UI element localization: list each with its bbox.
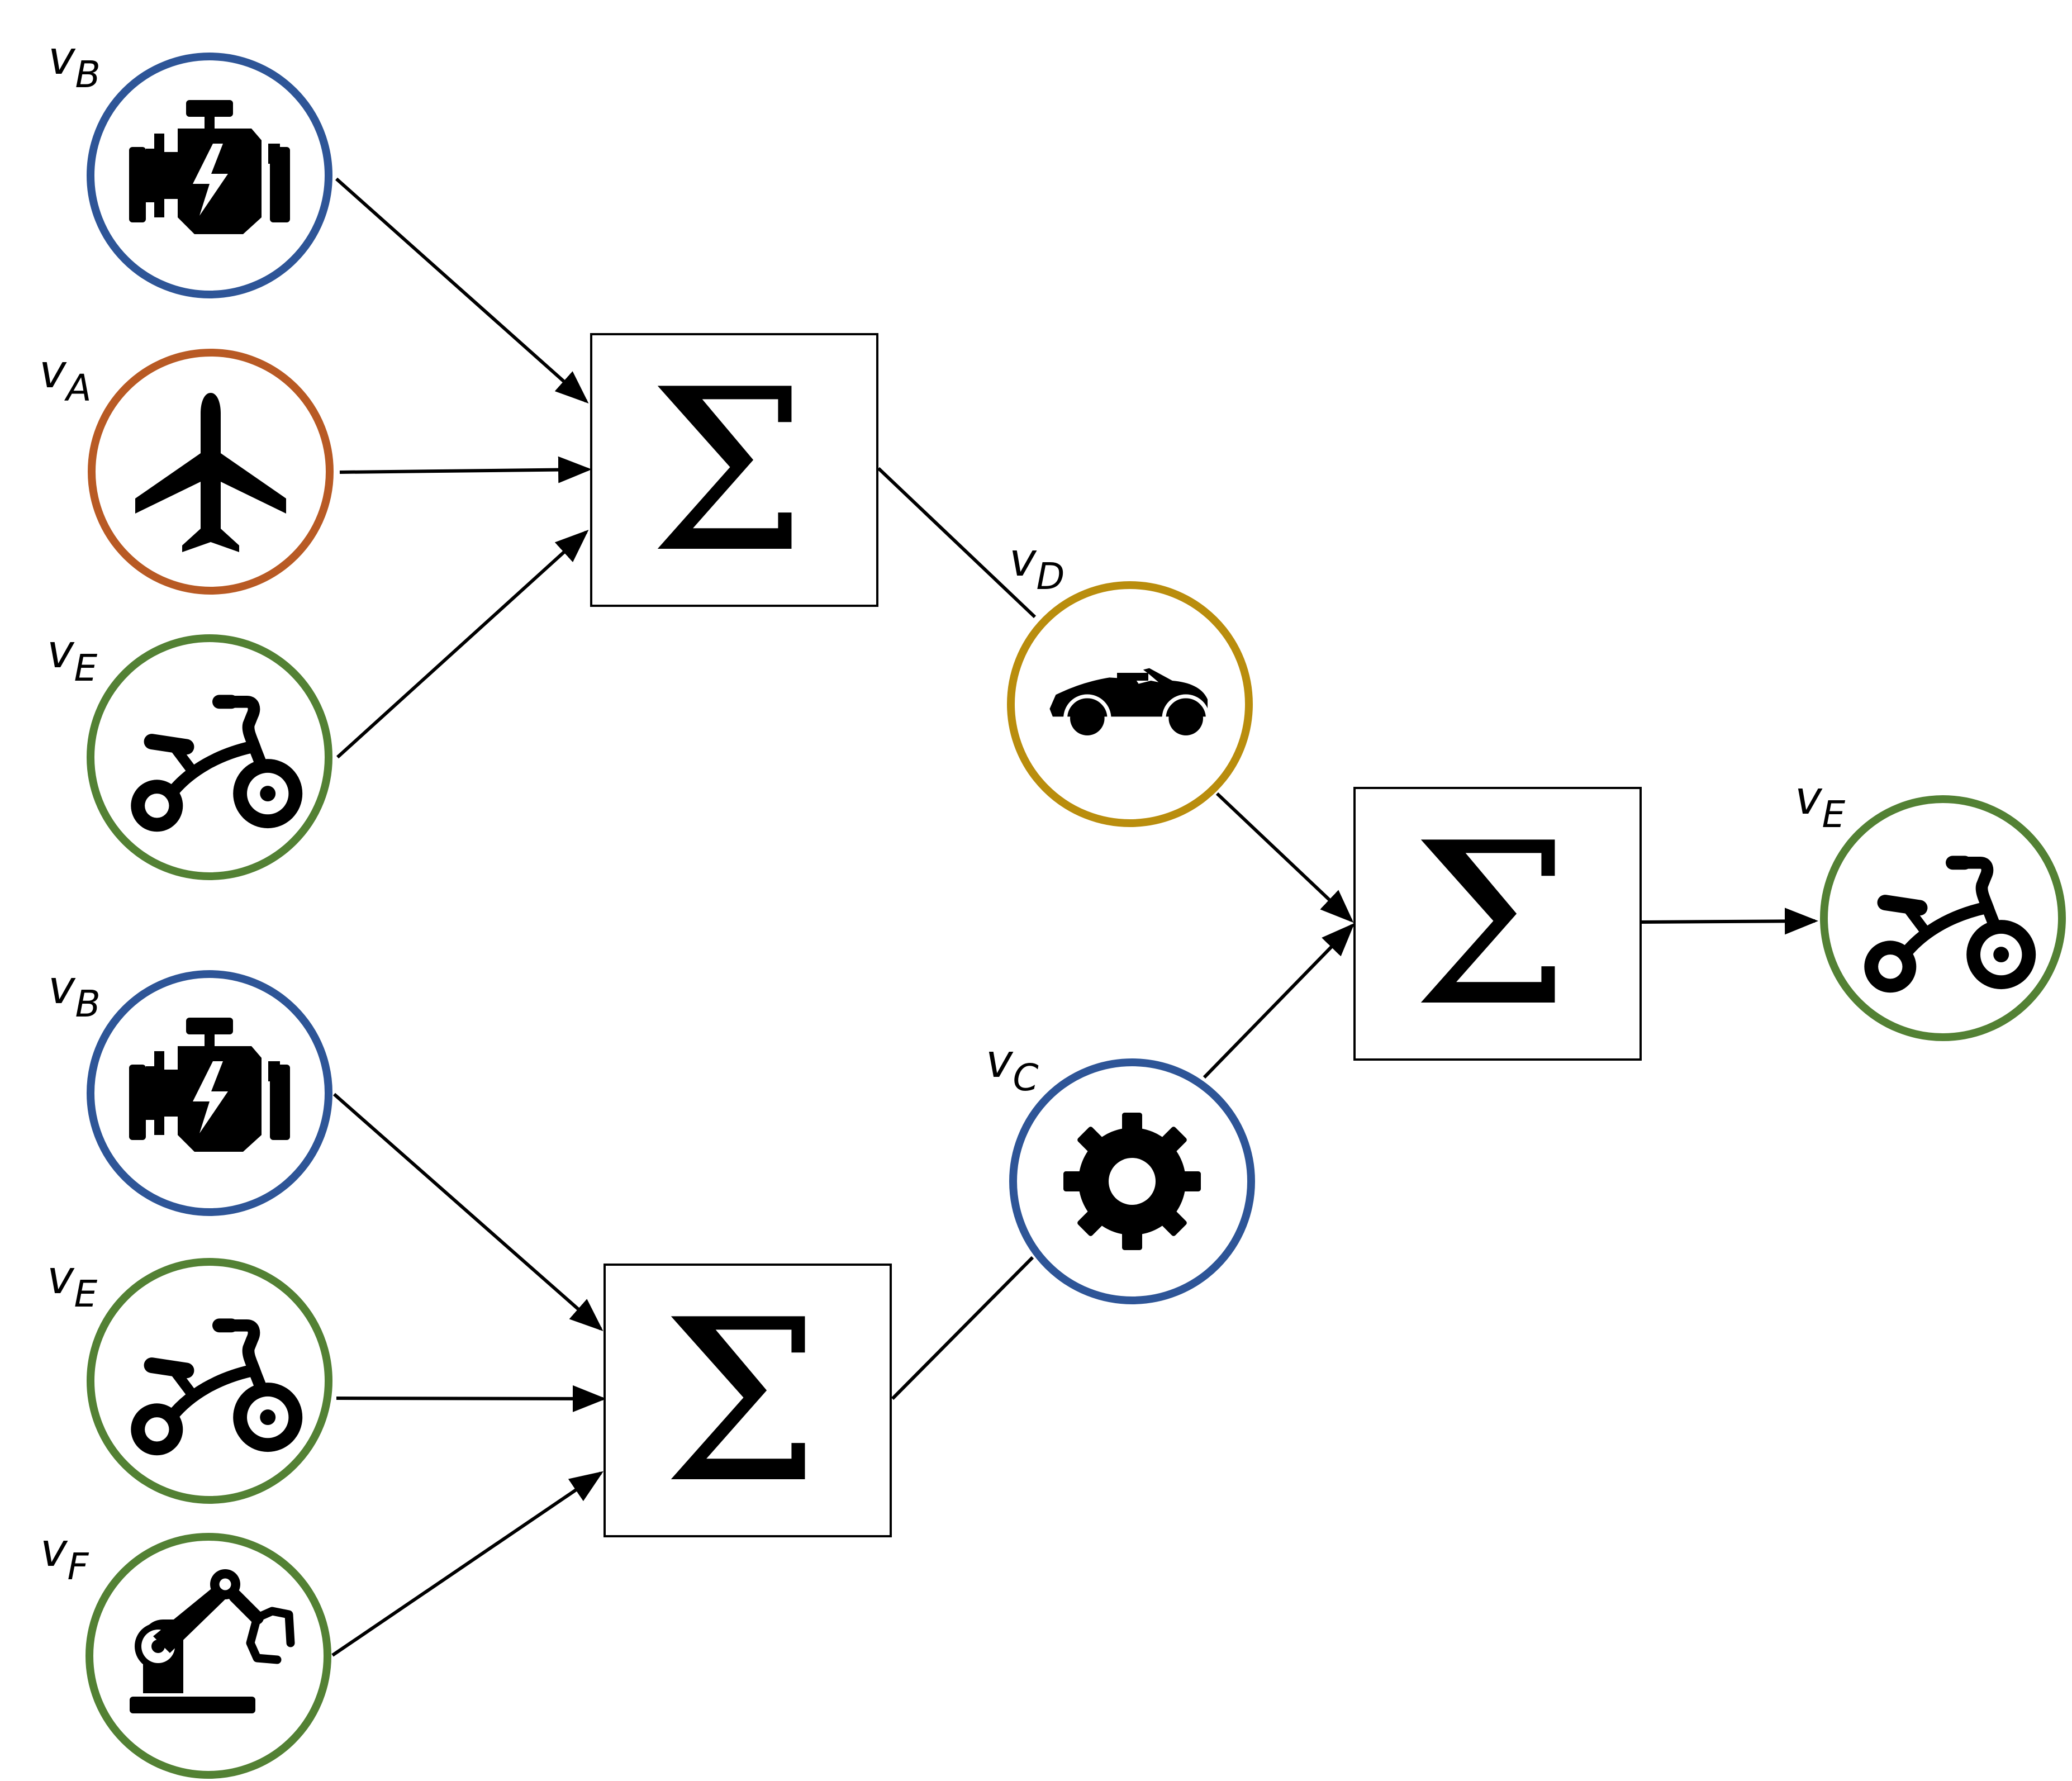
gear-icon	[1063, 1113, 1201, 1250]
node-vd: vD	[1007, 534, 1253, 827]
edge-ve2-to-sum2	[336, 1385, 606, 1412]
sigma-symbol: Σ	[1412, 796, 1570, 1056]
edge-layer	[331, 177, 1818, 1657]
node-vf: vF	[40, 1524, 331, 1779]
node-label: vE	[1795, 772, 1846, 836]
node-ve-top: vE	[47, 625, 332, 880]
node-label: vB	[48, 961, 101, 1025]
node-ve-output: vE	[1795, 772, 2066, 1041]
node-label: vE	[47, 625, 98, 690]
node-label: vF	[40, 1524, 89, 1588]
node-vb-bottom: vB	[48, 961, 332, 1216]
sum-box-right: Σ	[1353, 787, 1642, 1061]
edge-sum3-to-ve-out	[1641, 908, 1818, 935]
edge-sum2-to-vc	[891, 1256, 1034, 1400]
node-label: vB	[48, 32, 101, 96]
edge-sum1-to-vd	[877, 467, 1037, 619]
node-vb-top: vB	[48, 32, 332, 298]
edge-va-to-sum1	[339, 456, 592, 483]
edge-ve-to-sum1	[336, 529, 589, 759]
node-label: vC	[986, 1035, 1039, 1099]
node-va: vA	[39, 345, 334, 595]
node-label: vE	[47, 1251, 98, 1315]
node-label: vA	[39, 345, 92, 410]
sum-box-bottom: Σ	[603, 1264, 892, 1537]
node-ve-middle: vE	[47, 1251, 332, 1504]
sigma-symbol: Σ	[662, 1272, 820, 1532]
sum-box-top: Σ	[590, 333, 878, 607]
edge-vc-to-sum3	[1203, 923, 1355, 1079]
sigma-symbol: Σ	[649, 342, 807, 602]
edge-vd-to-sum3	[1215, 792, 1354, 923]
edge-vf-to-sum2	[331, 1471, 603, 1657]
node-label: vD	[1009, 534, 1064, 598]
edge-vb-to-sum1	[335, 177, 589, 403]
edge-vb2-to-sum2	[333, 1093, 603, 1331]
node-vc: vC	[986, 1035, 1255, 1304]
